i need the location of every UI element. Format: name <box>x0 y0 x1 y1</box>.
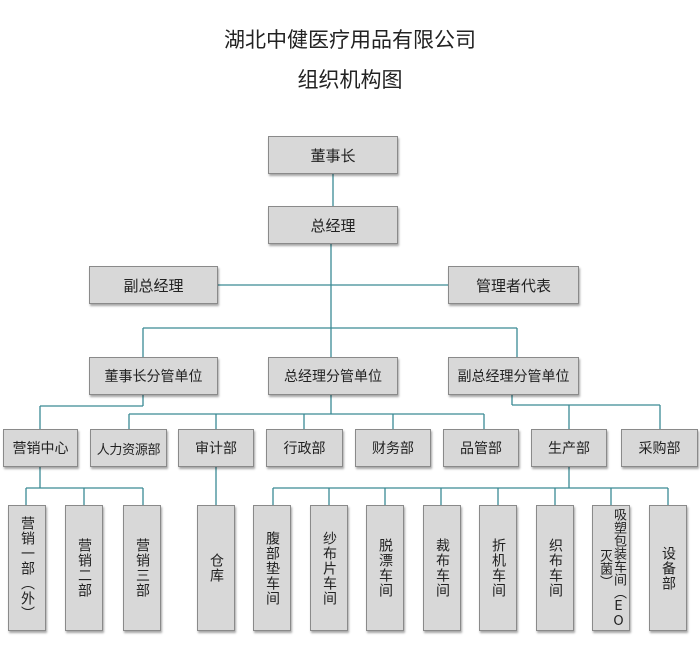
node-ws-gauze[interactable]: 纱布片车间 <box>310 505 348 631</box>
diagram-subtitle: 组织机构图 <box>297 68 403 92</box>
node-ws-weave[interactable]: 织布车间 <box>536 505 574 631</box>
node-chairman-units[interactable]: 董事长分管单位 <box>89 357 218 395</box>
node-equipment[interactable]: 设备部 <box>649 505 687 631</box>
node-sales-3[interactable]: 营销三部 <box>123 505 161 631</box>
node-marketing-center[interactable]: 营销中心 <box>3 429 78 467</box>
node-ws-pad[interactable]: 腹部垫车间 <box>253 505 291 631</box>
node-sales-1[interactable]: 营销一部（外） <box>8 505 46 631</box>
node-general-manager[interactable]: 总经理 <box>268 206 398 244</box>
node-production[interactable]: 生产部 <box>531 429 607 467</box>
node-finance[interactable]: 财务部 <box>355 429 431 467</box>
node-deputy-gm[interactable]: 副总经理 <box>89 266 218 304</box>
node-ws-fold[interactable]: 折机车间 <box>479 505 517 631</box>
node-quality[interactable]: 品管部 <box>443 429 519 467</box>
node-ws-bleach[interactable]: 脱漂车间 <box>366 505 404 631</box>
node-ws-cut[interactable]: 裁布车间 <box>423 505 461 631</box>
node-hr[interactable]: 人力资源部 <box>90 429 167 467</box>
node-admin[interactable]: 行政部 <box>266 429 343 467</box>
node-sales-2[interactable]: 营销二部 <box>65 505 103 631</box>
node-purchasing[interactable]: 采购部 <box>621 429 698 467</box>
node-ws-packaging[interactable]: 吸塑包装车间（EO灭菌） <box>592 505 630 631</box>
node-gm-units[interactable]: 总经理分管单位 <box>268 357 398 395</box>
node-warehouse[interactable]: 仓库 <box>197 505 235 631</box>
node-audit[interactable]: 审计部 <box>178 429 254 467</box>
node-management-rep[interactable]: 管理者代表 <box>448 266 579 304</box>
diagram-title: 湖北中健医疗用品有限公司 <box>224 28 476 52</box>
node-chairman[interactable]: 董事长 <box>268 136 398 174</box>
node-deputy-units[interactable]: 副总经理分管单位 <box>448 357 579 395</box>
